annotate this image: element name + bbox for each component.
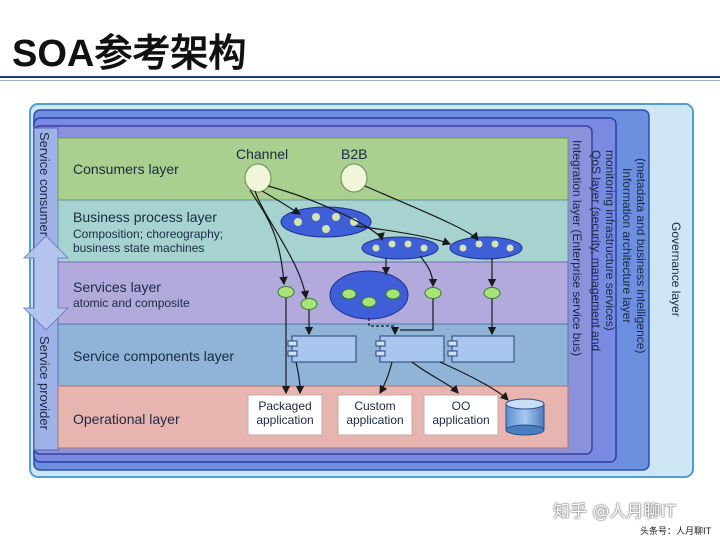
service-node (361, 296, 377, 308)
service-provider-label: Service provider (37, 336, 52, 431)
service-node (277, 286, 295, 298)
services-layer (57, 261, 569, 325)
business-process-sub1: Composition; choreography; (73, 227, 223, 241)
consumers-layer-label: Consumers layer (73, 161, 179, 177)
custom-application-box (337, 394, 413, 436)
process-oval-2 (361, 236, 439, 260)
service-node (300, 298, 318, 310)
integration-layer-label: Integration layer (Enterprise service bu… (570, 140, 584, 356)
service-component-3 (447, 335, 515, 363)
packaged-application-label-2: application (256, 413, 313, 427)
page-title: SOA参考架构 (12, 33, 247, 75)
service-component-2 (375, 335, 445, 363)
service-node (483, 287, 501, 299)
service-consumer-label: Service consumer (37, 132, 52, 237)
business-process-sub2: business state machines (73, 241, 204, 255)
custom-application-label-1: Custom (354, 399, 395, 413)
business-process-layer-label: Business process layer (73, 209, 217, 225)
governance-layer-label: Governance layer (669, 222, 683, 317)
packaged-application-label-1: Packaged (258, 399, 311, 413)
service-node (424, 287, 442, 299)
channel-node (244, 163, 272, 193)
b2b-label: B2B (341, 146, 367, 162)
oo-application-label-2: application (432, 413, 489, 427)
consumers-layer (57, 137, 569, 201)
qos-layer-label-1: QoS layer (security, management and (589, 150, 603, 351)
information-layer-label-1: Information architecture layer (620, 168, 634, 323)
service-components-layer-label: Service components layer (73, 348, 234, 364)
oo-application-label-1: OO (452, 399, 471, 413)
operational-layer-label: Operational layer (73, 411, 180, 427)
services-layer-label: Services layer (73, 279, 161, 295)
consumer-provider-arrow-icon (22, 235, 70, 331)
service-component-1 (287, 335, 357, 363)
information-layer-label-2: (metadata and business intelligence) (634, 158, 648, 353)
watermark-toutiao: 头条号：人月聊IT (640, 527, 712, 537)
service-node (341, 288, 357, 300)
service-node (385, 288, 401, 300)
title-divider (0, 76, 720, 78)
channel-label: Channel (236, 146, 288, 162)
services-layer-sub: atomic and composite (73, 296, 190, 310)
b2b-node (340, 163, 368, 193)
connector-arrows (249, 185, 509, 401)
watermark-zhihu: 知乎 @人月聊IT (553, 502, 676, 522)
packaged-application-box (247, 394, 323, 436)
process-oval-3 (449, 236, 523, 260)
qos-layer-label-2: monitoring infrastructure services) (603, 150, 617, 331)
custom-application-label-2: application (346, 413, 403, 427)
title-divider-thin (0, 80, 720, 81)
database-icon (505, 398, 545, 436)
oo-application-box (423, 394, 499, 436)
